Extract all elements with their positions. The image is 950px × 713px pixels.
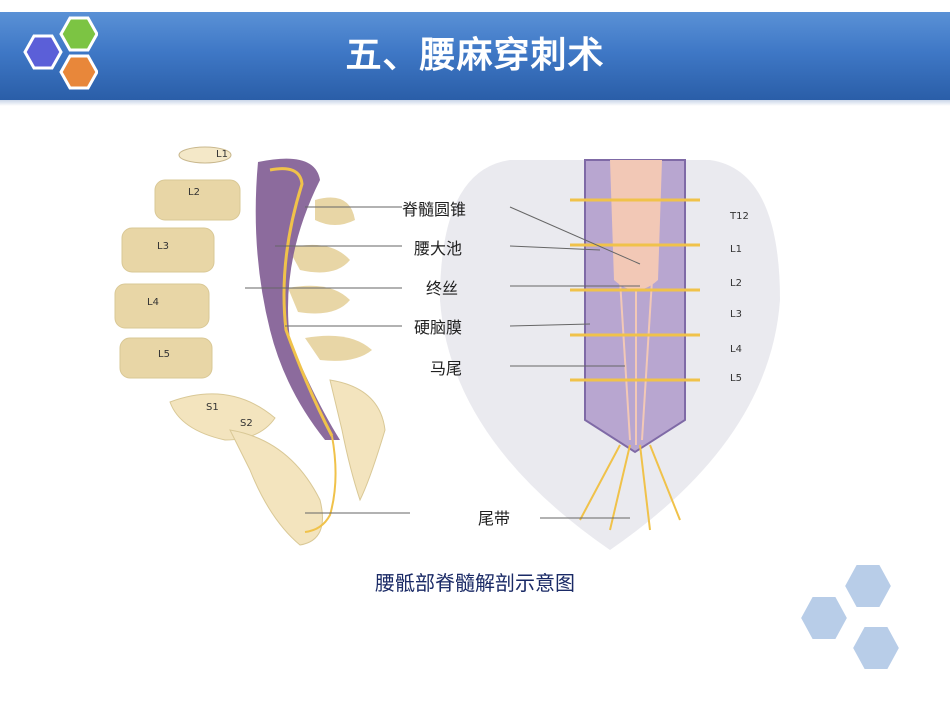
vertebra-label: T12: [730, 211, 749, 222]
hexagon-decoration-icon: [798, 563, 902, 671]
vertebra-label: S2: [240, 418, 253, 429]
coronal-view: [440, 159, 780, 550]
title-bar: [0, 12, 950, 100]
vertebra-label: L5: [158, 349, 170, 360]
vertebra-label: L5: [730, 373, 742, 384]
label-lumbar-cistern: 腰大池: [414, 239, 463, 258]
vertebra-label: L3: [157, 241, 169, 252]
title-bar-shadow: [0, 100, 950, 106]
vertebra-label: L3: [730, 309, 742, 320]
label-filum-terminale: 终丝: [426, 279, 459, 298]
vertebra-label: L2: [188, 187, 200, 198]
vertebra-body: [121, 227, 215, 273]
label-dura-mater: 硬脑膜: [414, 318, 463, 337]
label-cauda-equina: 马尾: [430, 359, 463, 378]
figure-caption: 腰骶部脊髓解剖示意图: [375, 571, 575, 595]
vertebra-label: L4: [730, 344, 742, 355]
vertebra-label: L4: [147, 297, 159, 308]
vertebra-label: L2: [730, 278, 742, 289]
hexagon-logo-icon: [23, 16, 98, 90]
vertebra-label: L1: [216, 149, 228, 160]
vertebra-label: L1: [730, 244, 742, 255]
vertebra-label: S1: [206, 402, 219, 413]
vertebra-body: [119, 337, 213, 379]
leader-lines: [245, 206, 641, 519]
label-coccygeal-ligament: 尾带: [478, 509, 511, 528]
vertebra-body: [114, 283, 210, 329]
lumbosacral-anatomy-figure: [114, 146, 780, 550]
sagittal-view: [114, 146, 386, 546]
vertebra-body: [154, 179, 241, 221]
label-conus-medullaris: 脊髓圆锥: [402, 200, 467, 219]
slide-title: 五、腰麻穿刺术: [345, 35, 605, 76]
